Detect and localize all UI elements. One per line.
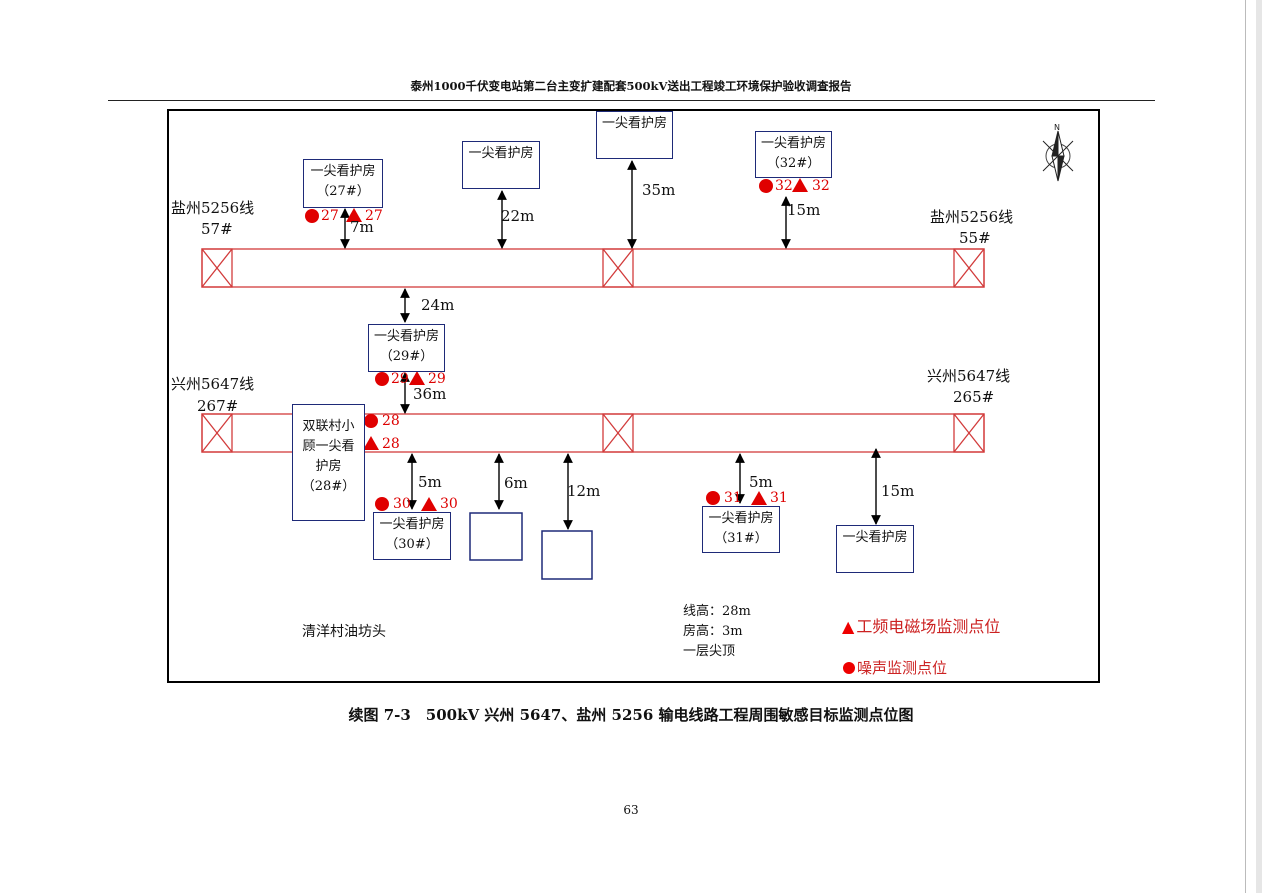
distance-15m-bottom: 15m [881, 482, 915, 500]
noise-label-27: 27 [321, 208, 339, 224]
legend-noise-label: 噪声监测点位 [857, 659, 948, 677]
emf-point-28 [363, 436, 379, 450]
legend-emf-label: 工频电磁场监测点位 [856, 617, 1001, 636]
label-xingzhou-left-name: 兴州5647线 [171, 375, 255, 393]
diagram-frame: N 盐州5256线 57# 盐州5256线 55# 兴州5647线 267# 兴… [167, 109, 1100, 683]
noise-point-30 [375, 497, 389, 511]
house-29: 一尖看护房（29#） [368, 324, 445, 372]
page-scroll-edge [1256, 0, 1262, 893]
label-yanzhou-left-name: 盐州5256线 [171, 199, 255, 217]
noise-label-29: 29 [391, 371, 409, 387]
house-27: 一尖看护房（27#） [303, 159, 383, 208]
village-label: 清洋村油坊头 [302, 624, 386, 640]
emf-point-27 [346, 208, 362, 222]
distance-arrows [340, 160, 881, 530]
building-empty-1 [469, 512, 523, 561]
distance-5m-right: 5m [749, 473, 773, 491]
label-xingzhou-right-name: 兴州5647线 [927, 367, 1011, 385]
compass-icon [1042, 130, 1074, 182]
noise-label-32: 32 [775, 178, 793, 194]
noise-point-29 [375, 372, 389, 386]
distance-35m: 35m [642, 181, 676, 199]
house-30: 一尖看护房（30#） [373, 512, 451, 560]
building-empty-2 [541, 530, 593, 580]
emf-point-32 [792, 178, 808, 192]
house-32: 一尖看护房（32#） [755, 131, 832, 178]
noise-point-32 [759, 179, 773, 193]
noise-point-28 [364, 414, 378, 428]
noise-label-31: 31 [724, 490, 742, 506]
report-header: 泰州1000千伏变电站第二台主变扩建配套500kV送出工程竣工环境保护验收调查报… [410, 79, 852, 93]
legend-emf: ▲工频电磁场监测点位 [842, 613, 1000, 637]
info-line-height: 线高：28m [683, 604, 751, 619]
distance-5m-left: 5m [418, 473, 442, 491]
label-yanzhou-right-name: 盐州5256线 [930, 208, 1014, 226]
distance-24m: 24m [421, 296, 455, 314]
emf-point-29 [409, 371, 425, 385]
label-xingzhou-right-tower: 265# [953, 388, 995, 406]
noise-point-27 [305, 209, 319, 223]
line-corridor-xingzhou [201, 413, 985, 453]
emf-label-28: 28 [382, 436, 400, 452]
distance-6m: 6m [504, 474, 528, 492]
noise-label-28: 28 [382, 413, 400, 429]
emf-label-31: 31 [770, 490, 788, 506]
distance-36m: 36m [413, 385, 447, 403]
info-house-height: 房高：3m [683, 624, 743, 639]
emf-label-30: 30 [440, 496, 458, 512]
emf-point-30 [421, 497, 437, 511]
emf-label-29: 29 [428, 371, 446, 387]
emf-label-32: 32 [812, 178, 830, 194]
circle-icon [843, 662, 855, 674]
header-rule [108, 100, 1155, 101]
house-top-22m: 一尖看护房 [462, 141, 540, 189]
label-yanzhou-left-tower: 57# [201, 220, 233, 238]
emf-label-27: 27 [365, 208, 383, 224]
house-right-15m: 一尖看护房 [836, 525, 914, 573]
page-number: 63 [623, 803, 639, 817]
house-28: 双联村小顾一尖看护房（28#） [292, 404, 365, 521]
distance-7m: 7m [350, 218, 374, 236]
noise-point-31 [706, 491, 720, 505]
legend-noise: 噪声监测点位 [843, 657, 947, 678]
house-top-35m: 一尖看护房 [596, 111, 673, 159]
distance-15m-top: 15m [787, 201, 821, 219]
monitoring-markers [305, 178, 808, 511]
page-edge [1245, 0, 1246, 893]
info-roof: 一层尖顶 [683, 644, 736, 659]
distance-22m: 22m [501, 207, 535, 225]
house-31: 一尖看护房（31#） [702, 506, 780, 553]
compass-n: N [1054, 123, 1060, 132]
label-yanzhou-right-tower: 55# [959, 229, 991, 247]
noise-label-30: 30 [393, 496, 411, 512]
label-xingzhou-left-tower: 267# [197, 397, 239, 415]
diagram-canvas: N [201, 123, 1074, 580]
triangle-icon: ▲ [842, 617, 855, 636]
distance-12m: 12m [567, 482, 601, 500]
emf-point-31 [751, 491, 767, 505]
figure-caption: 续图 7-3 500kV 兴州 5647、盐州 5256 输电线路工程周围敏感目… [348, 706, 914, 724]
line-corridor-yanzhou [201, 248, 985, 288]
